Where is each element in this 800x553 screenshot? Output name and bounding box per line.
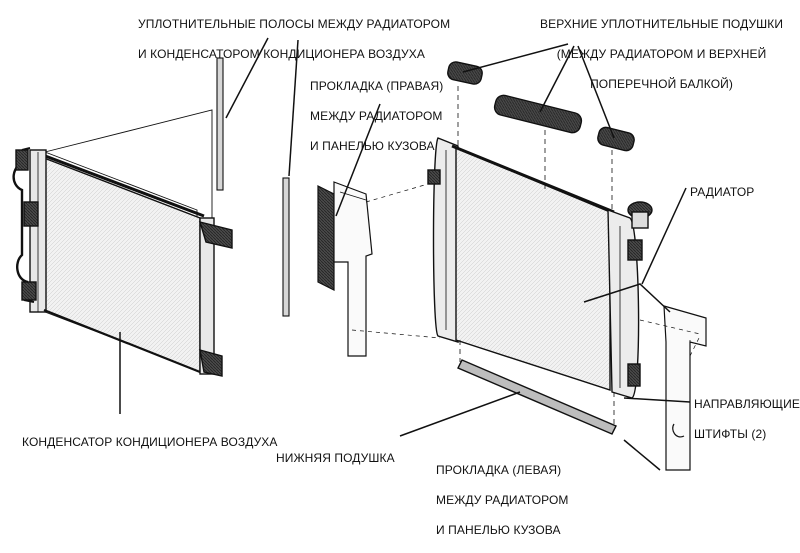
label-guide-pins: НАПРАВЛЯЮЩИЕ ШТИФТЫ (2): [694, 397, 800, 441]
label-lower-pad: НИЖНЯЯ ПОДУШКА: [276, 451, 395, 465]
radiator: [427, 61, 653, 435]
right-gasket: [317, 181, 373, 357]
upper-pad-right: [597, 126, 635, 152]
upper-pad-middle: [493, 94, 583, 134]
label-seal-strips: УПЛОТНИТЕЛЬНЫЕ ПОЛОСЫ МЕЖДУ РАДИАТОРОМ И…: [138, 17, 451, 61]
lower-pad: [457, 359, 617, 435]
label-right-gasket: ПРОКЛАДКА (ПРАВАЯ) МЕЖДУ РАДИАТОРОМ И ПА…: [310, 79, 444, 153]
upper-pad-left: [447, 61, 483, 85]
condenser: [12, 57, 290, 377]
left-gasket: [663, 305, 707, 471]
label-upper-pads: ВЕРХНИЕ УПЛОТНИТЕЛЬНЫЕ ПОДУШКИ (МЕЖДУ РА…: [540, 17, 784, 91]
leader-lines: [119, 37, 701, 471]
label-left-gasket: ПРОКЛАДКА (ЛЕВАЯ) МЕЖДУ РАДИАТОРОМ И ПАН…: [436, 463, 569, 537]
exploded-diagram: [12, 37, 707, 471]
label-condenser: КОНДЕНСАТОР КОНДИЦИОНЕРА ВОЗДУХА: [22, 435, 278, 449]
label-radiator: РАДИАТОР: [690, 185, 755, 199]
